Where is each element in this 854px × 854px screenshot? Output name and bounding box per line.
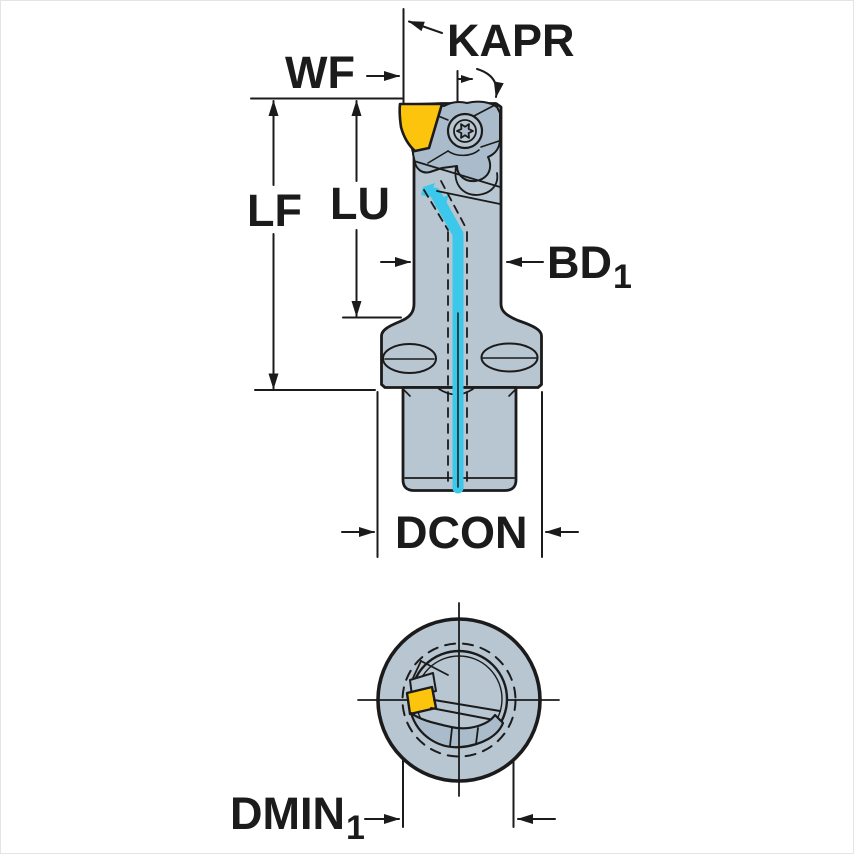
crescent-lip xyxy=(409,711,505,749)
clamp-facet-3 xyxy=(480,140,500,148)
chord-line-upper xyxy=(433,699,501,712)
pocket-line-a xyxy=(412,660,422,679)
flange-slot-right xyxy=(480,342,539,373)
coolant-nozzle-lower xyxy=(435,195,449,209)
coolant-dash-diag-right xyxy=(440,180,467,229)
coolant-channel xyxy=(421,180,468,494)
chord-line-lower xyxy=(430,707,495,721)
crescent-divider-1 xyxy=(449,727,453,747)
dmin1-dimension xyxy=(364,759,556,828)
shank-chamfer-left xyxy=(403,389,411,397)
side-view-dimensions xyxy=(250,8,579,558)
cutting-insert-end xyxy=(405,685,438,716)
pocket-seat-line xyxy=(413,160,501,188)
cartridge-lobe xyxy=(454,166,499,196)
end-view-lower-silhouette xyxy=(409,699,505,749)
crescent-divider-2 xyxy=(475,727,479,745)
clamp-screw-inner xyxy=(453,119,477,143)
coolant-dash-diag-left xyxy=(423,189,449,231)
dmin-dashed-circle xyxy=(401,642,517,758)
torx-screw-icon xyxy=(456,123,474,139)
clamp-facet-5 xyxy=(447,149,480,157)
pocket-seat-line-2 xyxy=(436,190,501,205)
end-view-pocket xyxy=(405,660,449,716)
clamp-facet-2 xyxy=(471,105,494,118)
clamp-facet-4 xyxy=(427,150,449,164)
kapr-leader-arrow xyxy=(408,20,443,34)
pocket-line-b xyxy=(420,660,449,676)
shank-chamfer-right xyxy=(508,389,516,397)
cutting-insert-side xyxy=(398,102,444,153)
side-view xyxy=(250,8,579,558)
coolant-nozzle-upper xyxy=(421,183,435,197)
kapr-angle-arc-arrow xyxy=(476,68,504,98)
flange-slot-left xyxy=(382,343,437,374)
end-view xyxy=(357,602,560,828)
